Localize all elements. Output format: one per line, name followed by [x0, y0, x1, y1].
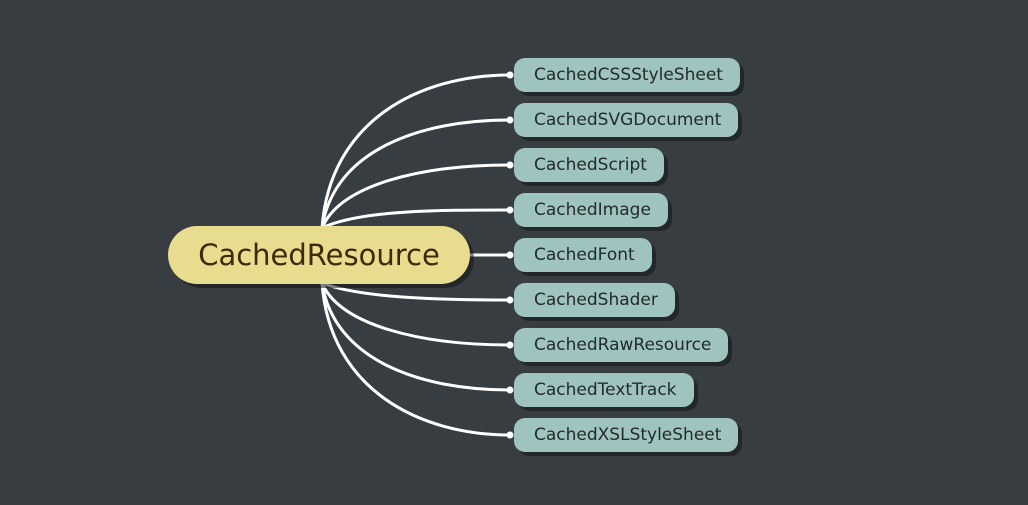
connector-dot-cachedtexttrack	[506, 386, 514, 394]
connector-cachedxslstylesheet	[320, 282, 511, 437]
child-node-cachedxslstylesheet[interactable]: CachedXSLStyleSheet	[514, 418, 739, 452]
child-node-cachedshader[interactable]: CachedShader	[514, 283, 675, 317]
connector-cachedscript	[320, 163, 511, 229]
connector-cachedrawresource	[320, 282, 511, 347]
connector-cachedtexttrack	[320, 282, 511, 392]
child-node-cachedscript[interactable]: CachedScript	[514, 148, 664, 182]
connector-dot-cachedrawresource	[506, 341, 514, 349]
connector-dot-cachedimage	[506, 206, 514, 214]
connector-cachedshader	[321, 281, 511, 302]
connector-dot-cachedxslstylesheet	[506, 431, 514, 439]
connector-dot-cachedshader	[506, 296, 514, 304]
connector-dot-cachedcssstylesheet	[506, 71, 514, 79]
child-node-cachedsvgdocument[interactable]: CachedSVGDocument	[514, 103, 739, 137]
connector-dot-cachedfont	[506, 251, 514, 259]
connector-cachedsvgdocument	[320, 118, 511, 229]
connector-cachedcssstylesheet	[320, 73, 511, 229]
child-node-cachedfont[interactable]: CachedFont	[514, 238, 652, 272]
child-node-cachedtexttrack[interactable]: CachedTextTrack	[514, 373, 694, 407]
child-node-cachedcssstylesheet[interactable]: CachedCSSStyleSheet	[514, 58, 740, 92]
connector-dot-cachedscript	[506, 161, 514, 169]
connector-dot-cachedsvgdocument	[506, 116, 514, 124]
child-node-cachedrawresource[interactable]: CachedRawResource	[514, 328, 729, 362]
root-node[interactable]: CachedResource	[168, 226, 470, 284]
child-node-cachedimage[interactable]: CachedImage	[514, 193, 668, 227]
connector-cachedimage	[321, 208, 511, 230]
